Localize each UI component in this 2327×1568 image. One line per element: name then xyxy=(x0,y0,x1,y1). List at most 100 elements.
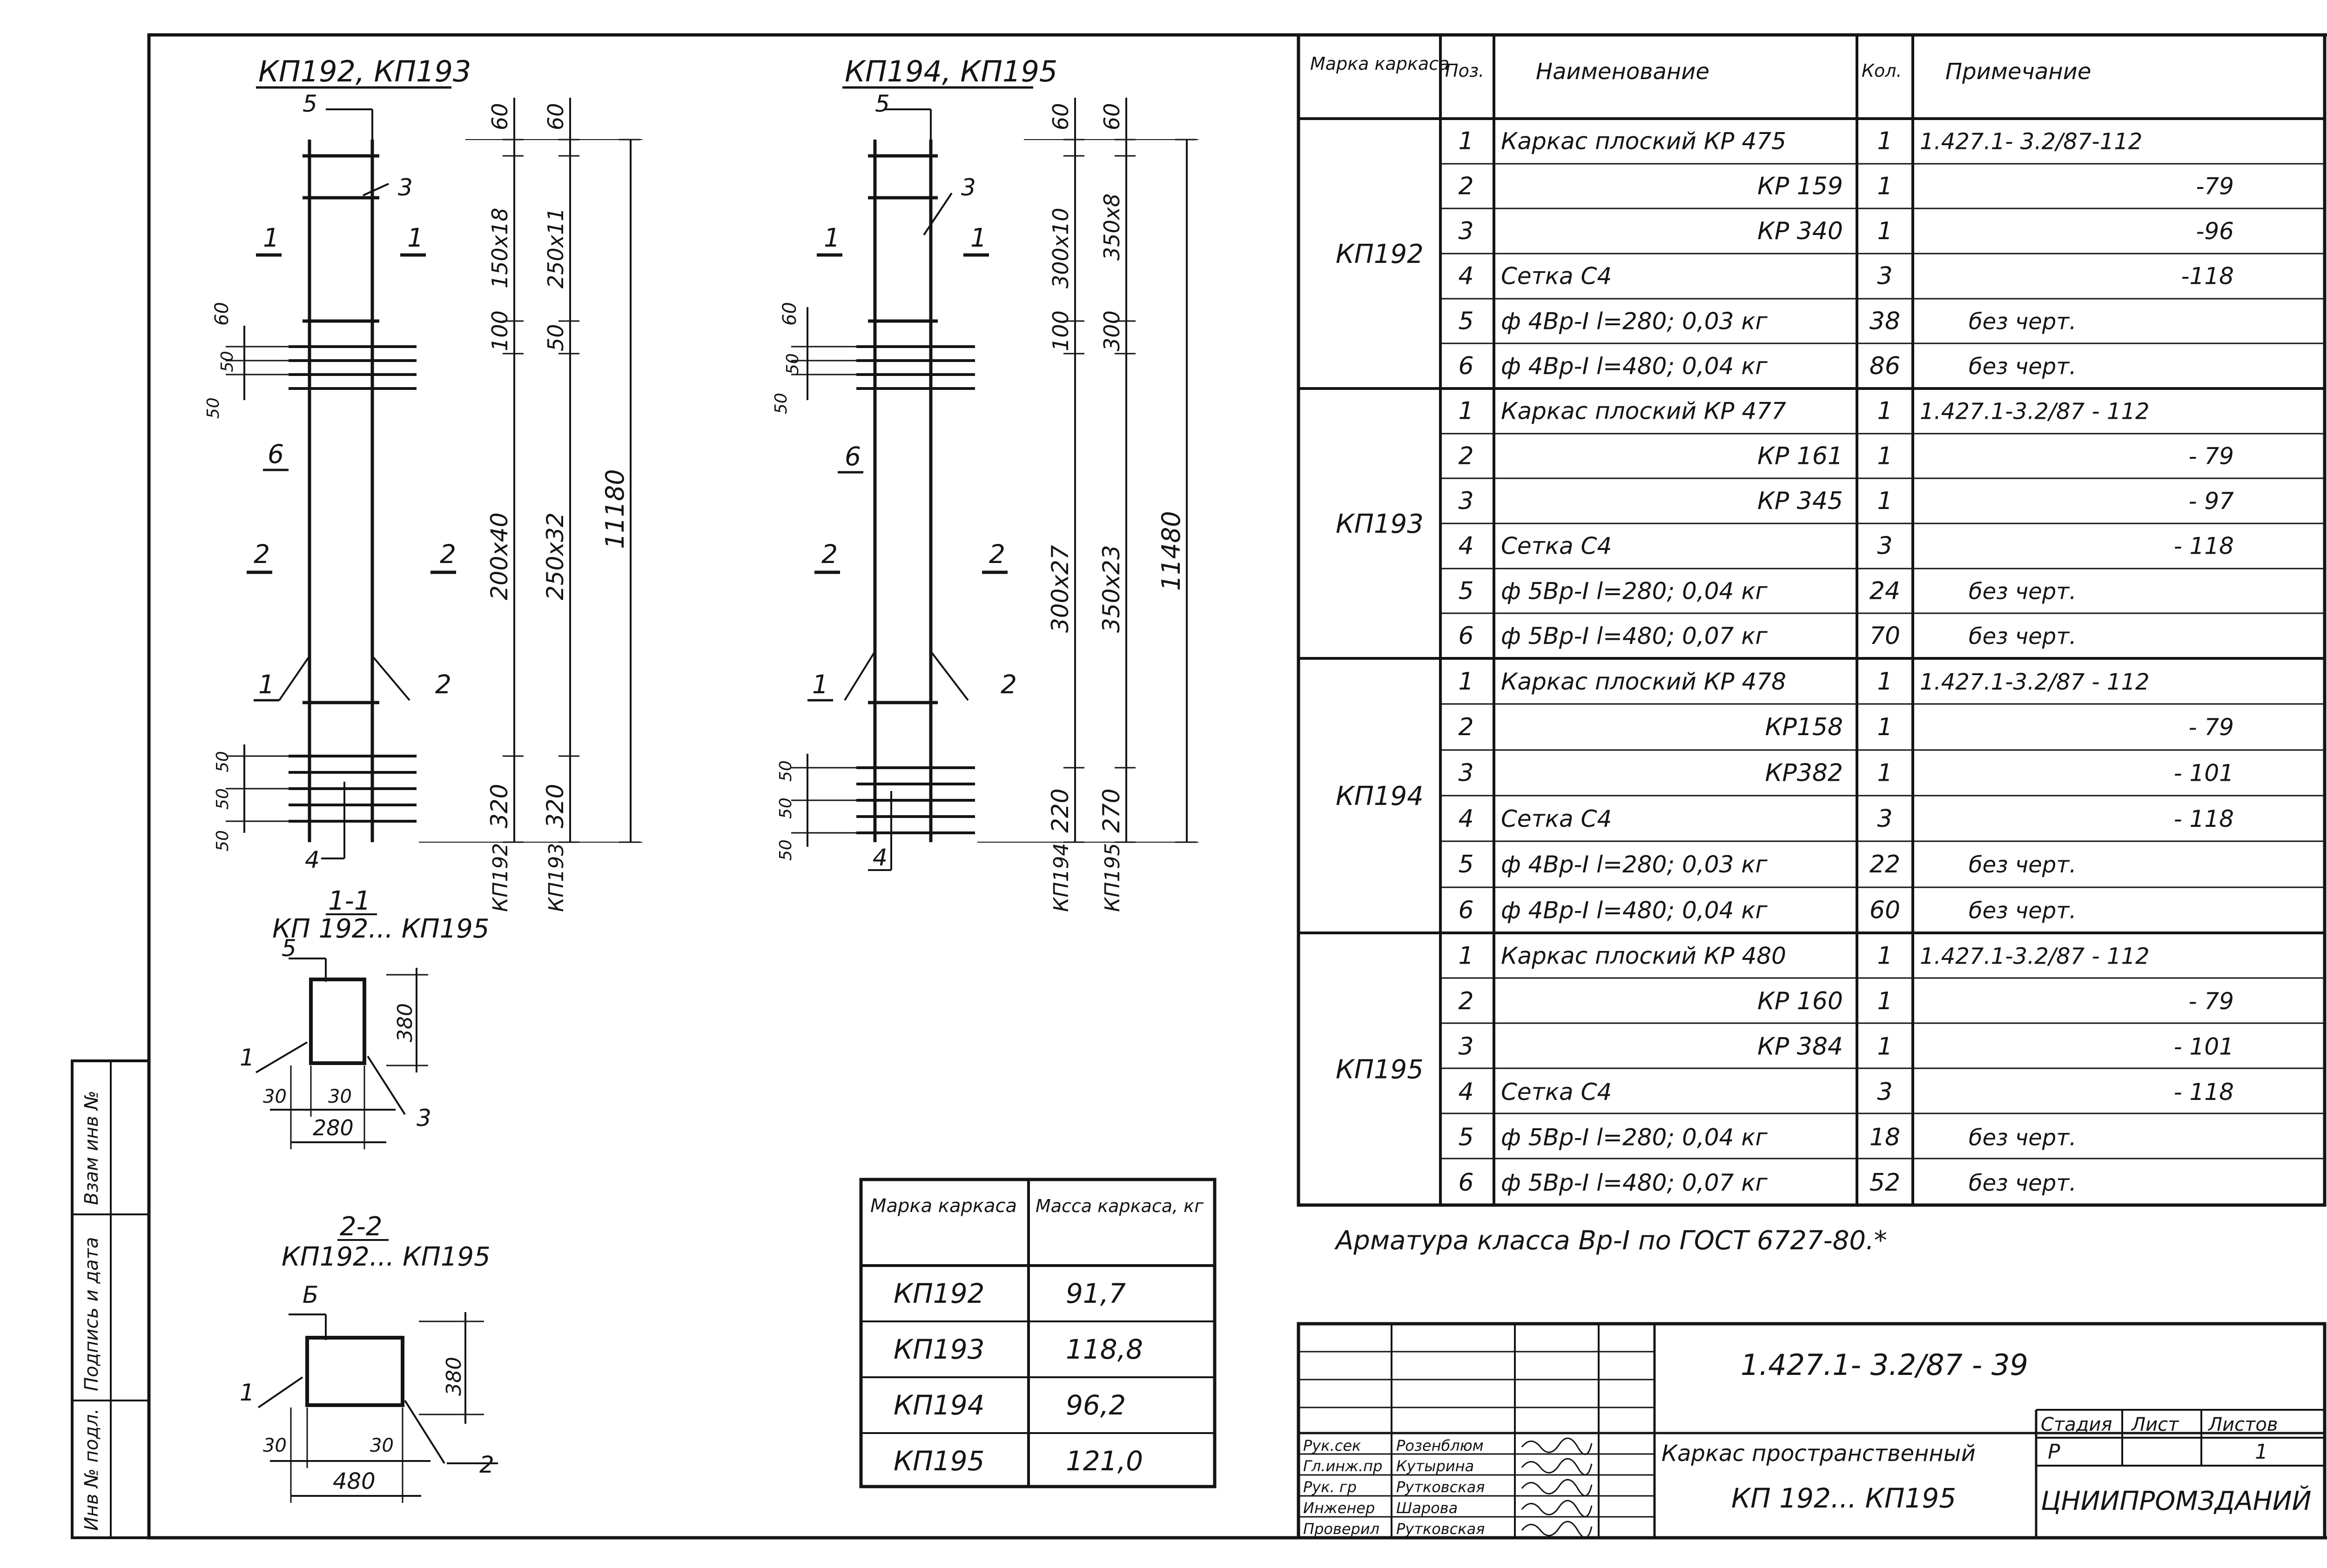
spec-row-quantity: 1 xyxy=(1877,987,1892,1015)
side-stamp: Взам инв № Подпись и дата Инв № подл. xyxy=(71,1059,150,1539)
spec-row-position: 6 xyxy=(1458,1169,1473,1197)
group-a-label-1-bottom: 1 xyxy=(258,670,275,699)
title-block: 1.427.1- 3.2/87 - 39 Каркас пространстве… xyxy=(1297,1322,2327,1540)
spec-row-name: ф 4Вр-I l=480; 0,04 кг xyxy=(1501,897,1768,924)
mass-row-3-mark: КП194 xyxy=(894,1389,985,1421)
spec-row-quantity: 1 xyxy=(1877,487,1892,515)
group-b-left-dim-3: 50 xyxy=(772,393,791,414)
group-b-label-2-bottom: 2 xyxy=(1001,670,1017,699)
spec-row-position: 6 xyxy=(1458,622,1473,650)
group-a-dim2-gap: 50 xyxy=(543,324,568,351)
group-a-total: 11180 xyxy=(600,469,630,549)
section-1-dim-width: 280 xyxy=(313,1115,354,1140)
spec-row-position: 4 xyxy=(1458,532,1473,560)
spec-row-quantity: 18 xyxy=(1870,1123,1900,1151)
spec-row-position: 4 xyxy=(1458,262,1473,290)
spec-row-position: 4 xyxy=(1458,805,1473,833)
group-a-left-dim-4: 50 xyxy=(213,751,232,772)
spec-row-note: без черт. xyxy=(1969,1170,2077,1196)
spec-group-mark: КП193 xyxy=(1336,509,1424,539)
group-b-dim1-top: 60 xyxy=(1048,103,1073,130)
group-b-total: 11480 xyxy=(1157,511,1186,591)
mass-row-1-mark: КП192 xyxy=(894,1278,985,1309)
section-1-label-3: 3 xyxy=(417,1105,431,1132)
group-a-label-2-right: 2 xyxy=(440,539,456,569)
group-b-label-2-left: 2 xyxy=(821,539,838,569)
sheet-frame xyxy=(147,33,2327,1540)
spec-row-note: без черт. xyxy=(1969,354,2077,380)
group-a-label-2-left: 2 xyxy=(254,539,270,569)
spec-row-note: -79 xyxy=(2196,173,2234,200)
group-b-label-1-left: 1 xyxy=(824,223,840,253)
signature-role: Рук.сек xyxy=(1303,1437,1361,1454)
spec-row-position: 2 xyxy=(1458,442,1473,470)
mass-header-mark: Марка каркаса xyxy=(870,1195,1017,1217)
handwritten-signature xyxy=(1521,1521,1593,1539)
group-b-label-6: 6 xyxy=(845,442,861,471)
spec-row-position: 3 xyxy=(1458,217,1473,245)
signature-role: Рук. гр xyxy=(1303,1478,1357,1496)
group-a-label-6: 6 xyxy=(268,439,284,469)
spec-row-position: 6 xyxy=(1458,897,1473,925)
spec-row-quantity: 1 xyxy=(1877,668,1892,696)
section-2-title: 2-2 xyxy=(340,1212,382,1242)
spec-row-position: 2 xyxy=(1458,713,1473,741)
group-a-left-dim-1: 60 xyxy=(211,302,233,326)
group-b-left-dim-6: 50 xyxy=(776,839,795,861)
group-a-dim2-bottom: 320 xyxy=(542,784,569,828)
signature-role: Проверил xyxy=(1303,1520,1379,1538)
spec-row-note: - 97 xyxy=(2188,488,2234,515)
spec-group-mark: КП192 xyxy=(1336,239,1424,269)
stage-label: Стадия xyxy=(2041,1414,2112,1435)
mass-table: Марка каркаса Масса каркаса, кг КП192 91… xyxy=(859,1178,1217,1488)
group-a-dim1-bottom: 320 xyxy=(486,784,513,828)
spec-row-quantity: 86 xyxy=(1870,352,1900,380)
drawing-title-line1: Каркас пространственный xyxy=(1661,1441,1976,1467)
spec-row-note: 1.427.1-3.2/87 - 112 xyxy=(1920,399,2150,425)
group-b-label-5: 5 xyxy=(875,90,890,117)
spec-row-name: КР 161 xyxy=(1757,442,1843,470)
section-2-2: 2-2 КП192... КП195 Б 1 2 380 30 30 480 xyxy=(240,1212,498,1503)
handwritten-signature xyxy=(1521,1437,1593,1455)
group-a-dim1-top: 60 xyxy=(487,103,512,130)
group-b-label-2-right: 2 xyxy=(989,539,1005,569)
spec-row-position: 3 xyxy=(1458,759,1473,787)
spec-row-quantity: 1 xyxy=(1877,1032,1892,1060)
spec-row-position: 3 xyxy=(1458,1032,1473,1060)
side-stamp-inventory: Инв № подл. xyxy=(81,1408,102,1531)
mass-row-2-mark: КП193 xyxy=(894,1333,985,1365)
group-a-left-dim-3: 50 xyxy=(204,397,223,419)
organization-name: ЦНИИПРОМЗДАНИЙ xyxy=(2041,1486,2312,1516)
group-a-label-1-left: 1 xyxy=(263,223,279,253)
spec-row-note: без черт. xyxy=(1969,898,2077,924)
spec-row-name: Сетка С4 xyxy=(1501,263,1612,290)
signature-name: Розенблюм xyxy=(1396,1437,1484,1454)
spec-row-note: - 118 xyxy=(2174,533,2234,560)
spec-row-position: 5 xyxy=(1458,577,1473,605)
spec-row-name: КР 340 xyxy=(1757,217,1843,245)
spec-row-name: КР 160 xyxy=(1757,987,1843,1015)
section-1-1: 1-1 КП 192... КП195 5 1 3 380 30 30 280 xyxy=(240,886,490,1149)
group-a-left-dim-6: 50 xyxy=(213,830,232,851)
spec-row-note: - 79 xyxy=(2188,988,2234,1015)
spec-row-name: КР 345 xyxy=(1757,487,1843,515)
group-b-dim2-upper: 350х8 xyxy=(1099,194,1124,261)
spec-row-note: без черт. xyxy=(1969,578,2077,604)
mass-header-mass: Масса каркаса, кг xyxy=(1036,1196,1204,1216)
reinforcement-note: Арматура класса Вр-I по ГОСТ 6727-80.* xyxy=(1334,1226,1887,1256)
spec-group-mark: КП194 xyxy=(1336,781,1424,811)
section-2-dim-width: 480 xyxy=(333,1468,376,1494)
spec-row-name: ф 5Вр-I l=480; 0,07 кг xyxy=(1501,1169,1768,1196)
spec-row-quantity: 52 xyxy=(1870,1169,1900,1197)
spec-row-name: ф 5Вр-I l=280; 0,04 кг xyxy=(1501,1124,1768,1151)
group-a-label-1-right: 1 xyxy=(407,223,424,253)
section-1-dim-right: 30 xyxy=(328,1086,352,1107)
spec-row-quantity: 3 xyxy=(1877,532,1892,560)
spec-row-position: 2 xyxy=(1458,987,1473,1015)
side-stamp-swap: Взам инв № xyxy=(81,1091,102,1205)
section-2-dim-height: 380 xyxy=(442,1357,466,1396)
spec-row-note: без черт. xyxy=(1969,1125,2077,1151)
spec-row-name: ф 4Вр-I l=280; 0,03 кг xyxy=(1501,851,1768,878)
spec-row-quantity: 3 xyxy=(1877,1078,1892,1106)
spec-row-quantity: 1 xyxy=(1877,127,1892,155)
